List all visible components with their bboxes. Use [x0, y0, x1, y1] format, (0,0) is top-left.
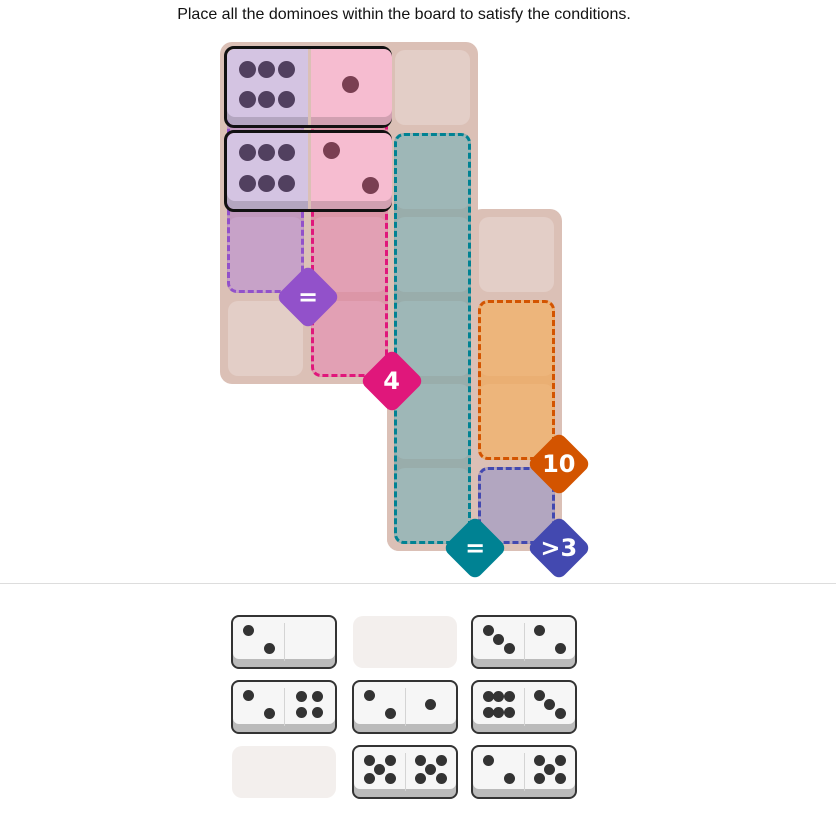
pip — [238, 144, 256, 162]
pip — [544, 699, 555, 710]
pip — [322, 142, 340, 160]
pip — [363, 773, 375, 784]
pip — [554, 773, 566, 784]
pip — [312, 706, 324, 718]
pip — [503, 643, 515, 654]
pip — [258, 91, 275, 109]
pip — [493, 706, 504, 718]
pip — [384, 708, 396, 719]
region-pink-condition-label: 4 — [383, 366, 400, 395]
pip — [363, 690, 375, 701]
region-teal-condition-label: = — [465, 534, 486, 562]
pip — [238, 91, 256, 109]
pip — [384, 773, 396, 784]
pip — [277, 91, 295, 109]
pip — [384, 755, 396, 766]
tray-domino[interactable] — [471, 680, 577, 734]
pip — [554, 643, 566, 654]
board-cell[interactable] — [395, 50, 471, 125]
pip — [503, 706, 515, 718]
instruction-text: Place all the dominoes within the board … — [177, 6, 631, 23]
divider — [0, 583, 836, 584]
pip — [258, 144, 275, 162]
tray-domino[interactable] — [471, 615, 577, 669]
board-cell[interactable] — [395, 133, 471, 209]
domino-divider — [405, 688, 406, 726]
pip — [414, 755, 426, 766]
board-cell[interactable] — [228, 300, 303, 376]
board-cell[interactable] — [478, 468, 554, 543]
pip — [242, 625, 254, 636]
pip — [425, 699, 436, 710]
pip — [238, 174, 256, 192]
pip — [312, 691, 324, 703]
pip — [503, 773, 515, 784]
pip — [554, 708, 566, 719]
pip — [277, 144, 295, 162]
pip — [277, 174, 295, 192]
pip — [263, 708, 275, 719]
board-cell[interactable] — [395, 468, 471, 543]
pip — [533, 755, 545, 766]
domino-divider — [284, 688, 285, 726]
region-purple-condition-label: = — [297, 283, 319, 312]
placed-domino[interactable] — [224, 129, 392, 212]
region-teal — [394, 132, 472, 544]
region-orange-condition-label: 10 — [542, 450, 576, 479]
placed-domino-left-half — [227, 49, 308, 125]
pip — [342, 76, 359, 93]
domino-divider — [524, 623, 525, 661]
pip — [258, 174, 275, 192]
tray-domino[interactable] — [231, 680, 337, 734]
pip — [242, 690, 254, 701]
pip — [277, 60, 295, 78]
pip — [482, 706, 494, 718]
pip — [435, 773, 447, 784]
pip — [295, 691, 307, 703]
placed-domino-left-half — [227, 132, 308, 209]
pip — [374, 764, 385, 775]
region-navy-condition-label: >3 — [540, 534, 578, 562]
placed-domino[interactable] — [224, 46, 392, 128]
pip — [258, 60, 275, 78]
tray-slot-empty — [353, 616, 457, 668]
pip — [435, 755, 447, 766]
pip — [361, 177, 379, 195]
pip — [554, 755, 566, 766]
tray-slot-empty — [232, 746, 336, 798]
pip — [493, 634, 504, 645]
tray-domino[interactable] — [471, 745, 577, 799]
pip — [482, 755, 494, 766]
game-board: = 4 = 10 >3 — [220, 42, 592, 581]
domino-divider — [405, 753, 406, 791]
domino-divider — [524, 688, 525, 726]
board-cell[interactable] — [228, 217, 303, 293]
tray-domino[interactable] — [352, 680, 458, 734]
pip — [533, 625, 545, 636]
pip — [363, 755, 375, 766]
placed-domino-right-half — [311, 49, 392, 125]
pip — [503, 691, 515, 703]
pip — [493, 691, 504, 703]
pip — [533, 690, 545, 701]
board-cell[interactable] — [395, 217, 471, 293]
pip — [425, 764, 436, 775]
pip — [482, 691, 494, 703]
pip — [295, 706, 307, 718]
domino-divider — [284, 623, 285, 661]
domino-divider — [524, 753, 525, 791]
tray-domino[interactable] — [352, 745, 458, 799]
tray-domino[interactable] — [231, 615, 337, 669]
region-orange — [477, 299, 555, 461]
pip — [414, 773, 426, 784]
board-cell[interactable] — [478, 217, 554, 293]
pip — [263, 643, 275, 654]
pip — [482, 625, 494, 636]
pip — [544, 764, 555, 775]
pip — [533, 773, 545, 784]
placed-domino-right-half — [311, 132, 392, 209]
pip — [238, 60, 256, 78]
